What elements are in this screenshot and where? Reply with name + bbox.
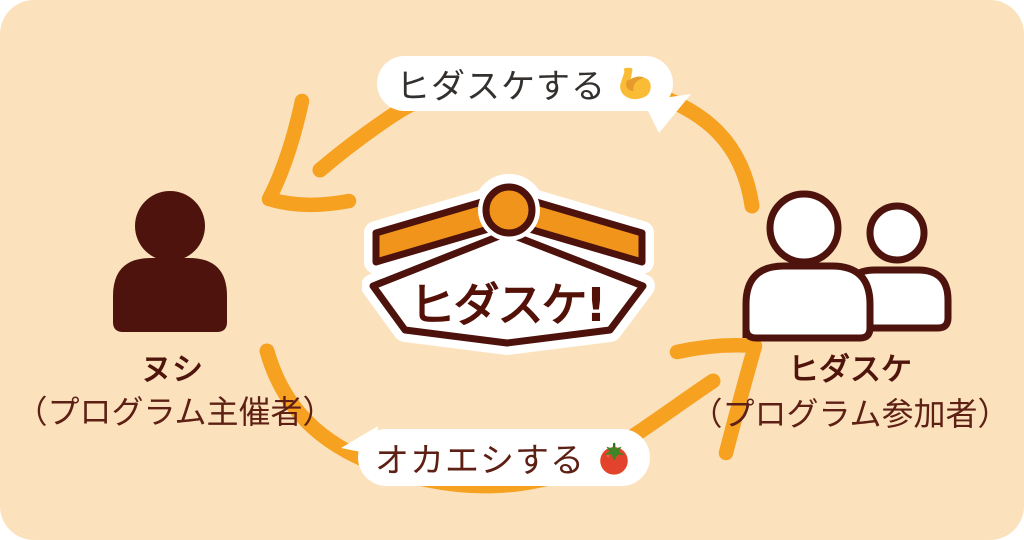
logo-text: ヒダスケ! bbox=[410, 278, 605, 332]
bubble-bottom-label: オカエシする bbox=[375, 441, 585, 481]
logo-knob bbox=[482, 183, 536, 237]
bubble-top-label: ヒダスケする bbox=[396, 67, 606, 107]
participants-people-icon bbox=[742, 190, 952, 342]
flexed-biceps-icon bbox=[620, 67, 651, 99]
organizer-name: ヌシ bbox=[141, 352, 203, 388]
tomato-icon bbox=[600, 442, 628, 475]
hidasuke-logo: ヒダスケ! bbox=[362, 174, 655, 355]
organizer-role: （プログラム主催者） bbox=[15, 393, 335, 431]
participants-role: （プログラム参加者） bbox=[690, 395, 1010, 433]
speech-bubble-top: ヒダスケする bbox=[377, 56, 673, 111]
speech-bubble-bottom: オカエシする bbox=[358, 429, 650, 486]
participants-name: ヒダスケ bbox=[788, 352, 912, 388]
organizer-person-icon bbox=[113, 191, 227, 332]
